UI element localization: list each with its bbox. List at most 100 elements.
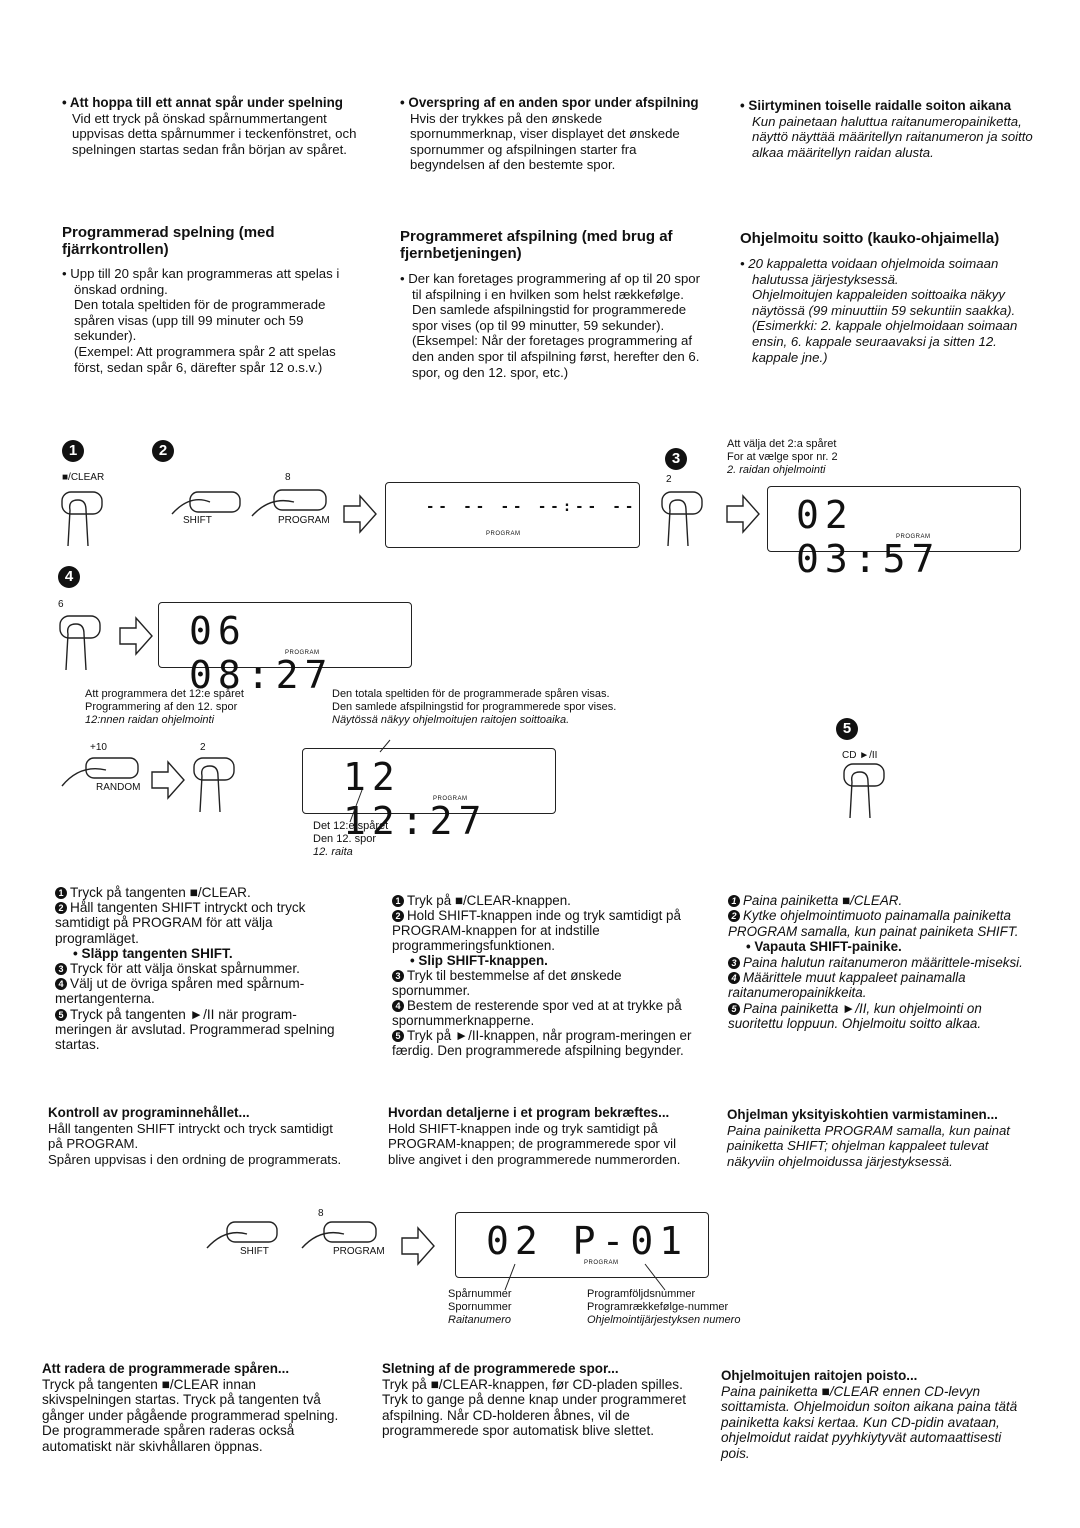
- skip-fi-body: Kun painetaan haluttua raitanumeropainik…: [752, 113, 1033, 160]
- step3-marker: 3: [665, 448, 687, 470]
- check-fi: Ohjelman yksityiskohtien varmistaminen..…: [727, 1107, 1032, 1169]
- finger-press-icon: [843, 763, 885, 819]
- program-da-title: Programmeret afspilning (med brug af fje…: [400, 228, 673, 262]
- tracknum-da: Spornummer: [448, 1301, 512, 1313]
- program-fi-title: Ohjelmoitu soitto (kauko-ohjaimella): [740, 230, 1000, 247]
- lcd-display-02: 02 03:57 PROGRAM: [767, 486, 1021, 581]
- shift-key-label: SHIFT: [240, 1246, 269, 1257]
- total-caption: Den totala speltiden för de programmerad…: [332, 688, 616, 727]
- arrow-right-icon: [151, 760, 185, 800]
- tracknum-sv: Spårnummer: [448, 1288, 512, 1300]
- skip-da-heading: • Overspring af en anden spor under afsp…: [400, 95, 699, 110]
- program-key-icon: [251, 489, 327, 517]
- track12-sv: Det 12:e spåret: [313, 820, 389, 832]
- prog12-caption: Att programmera det 12:e spåret Programm…: [85, 688, 244, 727]
- program-key-icon: [301, 1221, 377, 1249]
- order-da: Programrækkefølge-nummer: [587, 1301, 729, 1313]
- key-2b-label: 2: [200, 742, 206, 753]
- clear-fi: Ohjelmoitujen raitojen poisto... Paina p…: [721, 1368, 1026, 1462]
- lcd-program-indicator: PROGRAM: [285, 650, 320, 656]
- program-key-label: PROGRAM: [278, 515, 330, 526]
- key-2-label: 2: [666, 474, 672, 485]
- skip-fi: • Siirtyminen toiselle raidalle soiton a…: [740, 98, 1045, 160]
- arrow-right-icon: [726, 494, 760, 534]
- lcd-program-indicator: PROGRAM: [584, 1260, 619, 1266]
- lcd-display-12: 12 12:27 PROGRAM: [302, 748, 556, 843]
- step1-marker: 1: [62, 440, 84, 462]
- program-fi-body: • 20 kappaletta voidaan ohjelmoida soima…: [740, 256, 1018, 365]
- track12-caption: Det 12:e spåret Den 12. spor 12. raita: [313, 820, 388, 859]
- clear-sv-heading: Att radera de programmerade spåren...: [42, 1361, 290, 1376]
- track12-da: Den 12. spor: [313, 833, 376, 845]
- shift-key-icon: [171, 491, 241, 515]
- order-fi: Ohjelmointijärjestyksen numero: [587, 1314, 741, 1326]
- program-da: • Der kan foretages programmering af op …: [400, 271, 705, 380]
- random-key-label: RANDOM: [96, 782, 141, 793]
- program-da-body: • Der kan foretages programmering af op …: [400, 271, 701, 380]
- step5-marker: 5: [836, 718, 858, 740]
- step4-marker: 4: [58, 566, 80, 588]
- lcd-06-text: 06 08:27: [189, 609, 334, 697]
- tracknum-fi: Raitanumero: [448, 1314, 511, 1326]
- skip-sv-heading: • Att hoppa till ett annat spår under sp…: [62, 95, 343, 110]
- prog12-sv: Att programmera det 12:e spåret: [85, 688, 244, 700]
- key-8b-label: 8: [318, 1208, 324, 1219]
- program-sv-body: • Upp till 20 spår kan programmeras att …: [62, 266, 340, 375]
- random-key-icon: [61, 757, 139, 787]
- program-key-label: PROGRAM: [333, 1246, 385, 1257]
- shift-key-icon: [206, 1221, 278, 1249]
- cd-play-key-label: CD ►/II: [842, 750, 878, 761]
- total-sv: Den totala speltiden för de programmerad…: [332, 688, 610, 700]
- prog12-da: Programmering af den 12. spor: [85, 701, 238, 713]
- arrow-right-icon: [401, 1226, 435, 1266]
- prog12-fi: 12:nnen raidan ohjelmointi: [85, 714, 215, 726]
- select2-caption: Att välja det 2:a spåret For at vælge sp…: [727, 438, 838, 477]
- check-da-body: Hold SHIFT-knappen inde og tryk samtidig…: [388, 1120, 681, 1167]
- select2-fi: 2. raidan ohjelmointi: [727, 464, 826, 476]
- select2-sv: Att välja det 2:a spåret: [727, 438, 837, 450]
- tracknum-caption: Spårnummer Spornummer Raitanumero: [448, 1288, 512, 1327]
- clear-da-heading: Sletning af de programmerede spor...: [382, 1361, 619, 1376]
- finger-press-icon: [59, 615, 101, 671]
- lcd-02-text: 02 03:57: [796, 493, 941, 581]
- skip-sv: • Att hoppa till ett annat spår under sp…: [62, 95, 362, 157]
- clear-sv-body: Tryck på tangenten ■/CLEAR innan skivspe…: [42, 1376, 339, 1454]
- shift-key-label: SHIFT: [183, 515, 212, 526]
- leader-lines: [349, 739, 391, 823]
- skip-da: • Overspring af en anden spor under afsp…: [400, 95, 705, 173]
- check-da: Hvordan detaljerne i et program bekræfte…: [388, 1105, 693, 1167]
- clear-key-label: ■/CLEAR: [62, 472, 105, 483]
- program-fi: • 20 kappaletta voidaan ohjelmoida soima…: [740, 256, 1045, 365]
- check-sv: Kontroll av programinnehållet... Håll ta…: [48, 1105, 348, 1167]
- track12-fi: 12. raita: [313, 846, 353, 858]
- leader-lines: [504, 1263, 666, 1291]
- finger-press-icon: [61, 491, 103, 547]
- lcd-p01-text: 02 P-01: [486, 1219, 689, 1263]
- clear-da-body: Tryk på ■/CLEAR-knappen, før CD-pladen s…: [382, 1376, 687, 1439]
- program-sv: • Upp till 20 spår kan programmeras att …: [62, 266, 362, 375]
- check-sv-body: Håll tangenten SHIFT intryckt och tryck …: [48, 1120, 342, 1167]
- finger-press-icon: [661, 491, 703, 547]
- program-sv-title: Programmerad spelning (med fjärrkontroll…: [62, 224, 275, 258]
- clear-da: Sletning af de programmerede spor... Try…: [382, 1361, 687, 1439]
- skip-fi-heading: • Siirtyminen toiselle raidalle soiton a…: [740, 98, 1012, 113]
- lcd-display-blank: -- -- -- --:-- -- PROGRAM: [385, 482, 640, 548]
- step-da-release: • Slip SHIFT-knappen.: [410, 953, 548, 968]
- finger-press-icon: [193, 757, 235, 813]
